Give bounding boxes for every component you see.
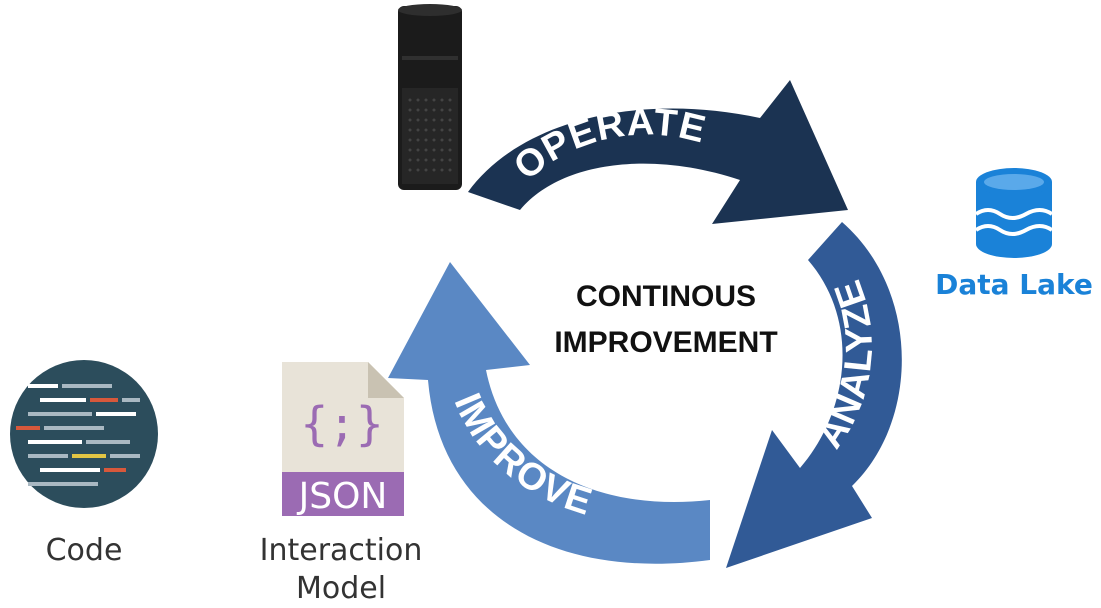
json-tag-label: JSON [297,476,388,517]
json-brace-glyph: {;} [300,397,383,451]
interaction-model-caption-line1: Interaction [260,533,423,568]
code-caption: Code [46,533,123,568]
analyze-arrow: ANALYZE [726,222,902,568]
data-lake-caption: Data Lake [935,268,1093,301]
analyze-arrow-shape [726,222,902,568]
speaker-grille [408,98,452,172]
improve-arrow-shape [388,262,710,564]
operate-arrow: OPERATE [468,80,848,224]
smart-speaker-icon [398,4,462,190]
json-file-icon: {;} JSON [282,362,404,517]
code-icon [10,360,158,508]
center-title-line1: CONTINOUS [576,280,756,313]
database-icon [974,168,1054,258]
center-title-line2: IMPROVEMENT [554,326,777,359]
interaction-model-caption-line2: Model [296,571,386,606]
operate-arrow-shape [468,80,848,224]
